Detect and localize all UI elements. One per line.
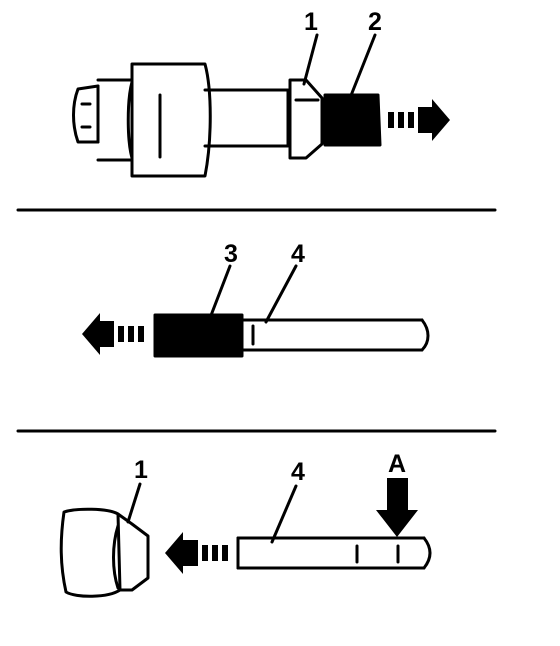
leader-line-4-mid	[264, 264, 298, 324]
view-a-label: A	[388, 450, 406, 478]
leader-line-2-top	[348, 33, 377, 100]
sleeve-on-pipe	[153, 313, 244, 358]
pull-left-arrow-icon	[82, 313, 144, 355]
leader-line-3-mid	[208, 264, 232, 320]
callout-2-top: 2	[368, 8, 382, 36]
leader-line-1-bottom	[126, 482, 142, 524]
panel-3-nut-removal	[59, 478, 432, 598]
callout-4-bottom: 4	[291, 458, 305, 486]
loose-fitting-nut	[59, 507, 150, 598]
callout-3-mid: 3	[224, 240, 238, 268]
fuel-pipe-body	[72, 62, 290, 178]
fuel-pipe-mid	[240, 318, 430, 352]
pull-right-arrow-icon	[388, 99, 450, 141]
leader-line-1-top	[302, 33, 319, 86]
black-sleeve	[323, 93, 382, 147]
fitting-nut	[288, 78, 324, 160]
callout-1-top: 1	[304, 8, 318, 36]
view-a-down-arrow-icon	[376, 478, 418, 537]
panel-1-fitting-removal	[72, 33, 450, 178]
callout-4-mid: 4	[291, 240, 305, 268]
fuel-pipe-bottom	[236, 536, 432, 570]
callout-1-bottom: 1	[134, 456, 148, 484]
pull-left-arrow-2-icon	[165, 532, 228, 574]
leader-line-4-bottom	[270, 484, 298, 544]
panel-2-sleeve-removal	[82, 264, 430, 358]
